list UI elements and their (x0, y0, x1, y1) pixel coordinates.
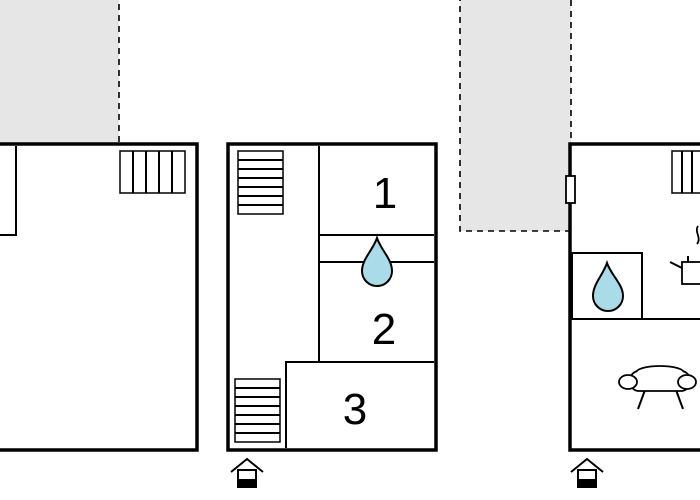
house-entrance-icon (230, 457, 264, 488)
staircase-icon (671, 150, 700, 194)
kettle-icon (669, 225, 700, 285)
water-drop-icon (360, 234, 394, 287)
floor-left-outline (0, 142, 199, 452)
floor-left-closet (0, 146, 17, 236)
floor-left (0, 0, 199, 452)
terrace-right (459, 0, 572, 232)
staircase-icon (237, 150, 284, 215)
room-number-2: 2 (372, 305, 396, 354)
terrace-left (0, 0, 120, 145)
sofa-icon (618, 365, 697, 410)
door (565, 175, 576, 204)
staircase-icon (234, 378, 281, 443)
staircase-icon (119, 150, 186, 194)
water-drop-icon (591, 259, 625, 312)
floor-right (459, 0, 700, 488)
room-number-3: 3 (343, 385, 367, 434)
floor-middle: 1 2 3 (226, 142, 438, 488)
room-number-1: 1 (373, 169, 397, 218)
house-entrance-icon (570, 457, 604, 488)
